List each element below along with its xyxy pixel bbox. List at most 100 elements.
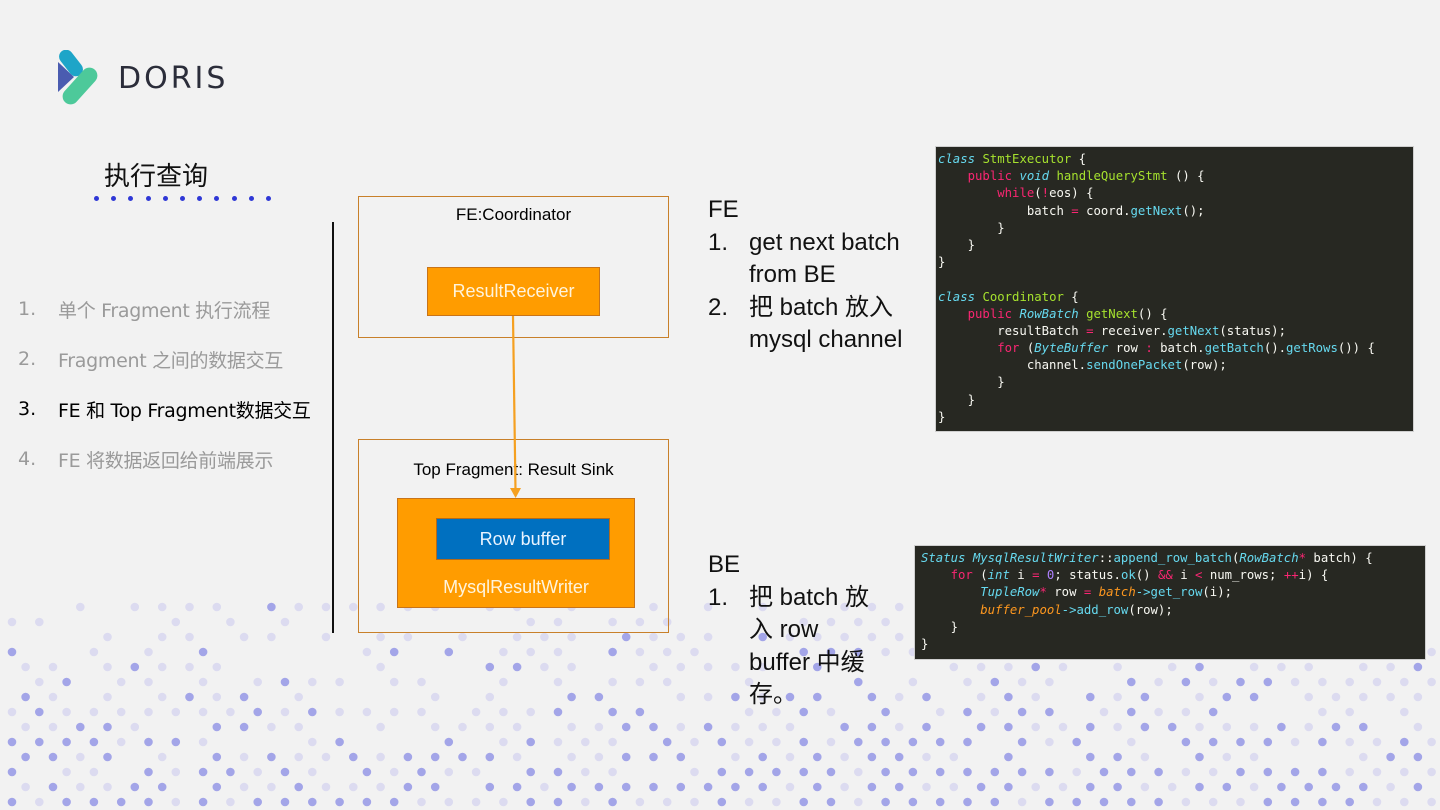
- be-notes: BE 1. 把 batch 放入 row buffer 中缓存。: [708, 549, 881, 712]
- background-dot: [1345, 737, 1354, 747]
- background-dot: [512, 752, 522, 762]
- background-dot: [376, 602, 385, 612]
- background-dot: [526, 737, 535, 747]
- background-dot: [1372, 737, 1382, 747]
- background-dot: [1304, 692, 1313, 702]
- background-dot: [21, 722, 30, 732]
- background-dot: [21, 752, 30, 762]
- background-dot: [1413, 722, 1423, 732]
- background-dot: [1413, 692, 1423, 702]
- background-dot: [308, 707, 317, 717]
- background-dot: [1372, 677, 1382, 687]
- background-dot: [526, 767, 535, 777]
- background-dot: [662, 737, 672, 747]
- background-dot: [894, 602, 904, 612]
- background-dot: [854, 767, 863, 777]
- background-dot: [1004, 662, 1013, 672]
- code-line: public void handleQueryStmt () {: [967, 169, 1205, 184]
- agenda-item-2[interactable]: 2. Fragment 之间的数据交互: [18, 334, 311, 384]
- agenda-item-4[interactable]: 4. FE 将数据返回给前端展示: [18, 434, 311, 484]
- background-dot: [1072, 737, 1081, 747]
- background-dot: [676, 752, 686, 762]
- background-dot: [758, 662, 767, 672]
- background-dot: [130, 662, 140, 672]
- background-dot: [1127, 797, 1136, 807]
- background-dot: [1386, 692, 1395, 702]
- background-dot: [103, 722, 112, 732]
- background-dot: [649, 632, 658, 642]
- background-dot: [1154, 767, 1163, 777]
- logo-text: DORIS: [118, 60, 229, 96]
- top-fragment-result-sink-box: Top Fragment: Result Sink Row buffer Mys…: [358, 439, 669, 633]
- code-line: TupleRow* row = batch->get_row(i);: [980, 585, 1233, 600]
- background-dot: [908, 797, 918, 807]
- background-dot: [267, 722, 276, 732]
- background-dot: [280, 677, 290, 687]
- background-dot: [1345, 767, 1354, 777]
- background-dot: [1031, 692, 1040, 702]
- background-dot: [144, 767, 153, 777]
- background-dot: [144, 797, 153, 807]
- title-dot: [162, 196, 168, 201]
- background-dot: [908, 677, 918, 687]
- agenda-item-1[interactable]: 1. 单个 Fragment 执行流程: [18, 284, 311, 334]
- background-dot: [1017, 797, 1027, 807]
- background-dot: [1086, 722, 1095, 732]
- background-dot: [1208, 797, 1218, 807]
- background-dot: [280, 707, 290, 717]
- title-dot: [197, 196, 203, 201]
- background-dot: [1140, 722, 1150, 732]
- background-dot: [935, 767, 945, 777]
- background-dot: [308, 767, 317, 777]
- background-dot: [21, 782, 30, 792]
- background-dot: [621, 632, 631, 642]
- background-dot: [335, 797, 344, 807]
- background-dot: [1290, 797, 1300, 807]
- background-dot: [662, 677, 672, 687]
- background-dot: [62, 767, 71, 777]
- code-line: }: [938, 409, 946, 424]
- background-dot: [7, 737, 17, 747]
- background-dot: [89, 797, 99, 807]
- background-dot: [458, 632, 467, 642]
- background-dot: [444, 767, 454, 777]
- background-dot: [444, 737, 454, 747]
- background-dot: [512, 722, 522, 732]
- background-dot: [1208, 677, 1218, 687]
- background-dot: [799, 647, 808, 657]
- background-dot: [239, 632, 249, 642]
- background-dot: [389, 707, 399, 717]
- background-dot: [267, 752, 276, 762]
- background-dot: [963, 767, 972, 777]
- background-dot: [1413, 752, 1423, 762]
- background-dot: [157, 662, 167, 672]
- background-dot: [676, 632, 686, 642]
- background-dot: [553, 737, 563, 747]
- doris-logo: DORIS: [58, 50, 228, 106]
- background-dot: [226, 767, 235, 777]
- background-dot: [103, 752, 112, 762]
- background-dot: [703, 632, 713, 642]
- code-line: class StmtExecutor {: [938, 152, 1087, 166]
- agenda-item-number: 2.: [18, 348, 37, 370]
- background-dot: [758, 632, 767, 642]
- background-dot: [1290, 677, 1300, 687]
- background-dot: [198, 797, 208, 807]
- background-dot: [1277, 782, 1286, 792]
- background-dot: [280, 767, 290, 777]
- background-dot: [212, 782, 222, 792]
- background-dot: [239, 782, 249, 792]
- background-dot: [376, 722, 385, 732]
- agenda-item-3-active[interactable]: 3. FE 和 Top Fragment数据交互: [18, 384, 311, 434]
- background-dot: [785, 752, 795, 762]
- background-dot: [198, 677, 208, 687]
- background-dot: [430, 692, 440, 702]
- background-dot: [76, 752, 85, 762]
- background-dot: [649, 662, 658, 672]
- title-dot: [231, 196, 237, 201]
- background-dot: [1058, 722, 1068, 732]
- background-dot: [48, 662, 58, 672]
- code-line: public RowBatch getNext() {: [967, 306, 1168, 321]
- background-dot: [567, 782, 576, 792]
